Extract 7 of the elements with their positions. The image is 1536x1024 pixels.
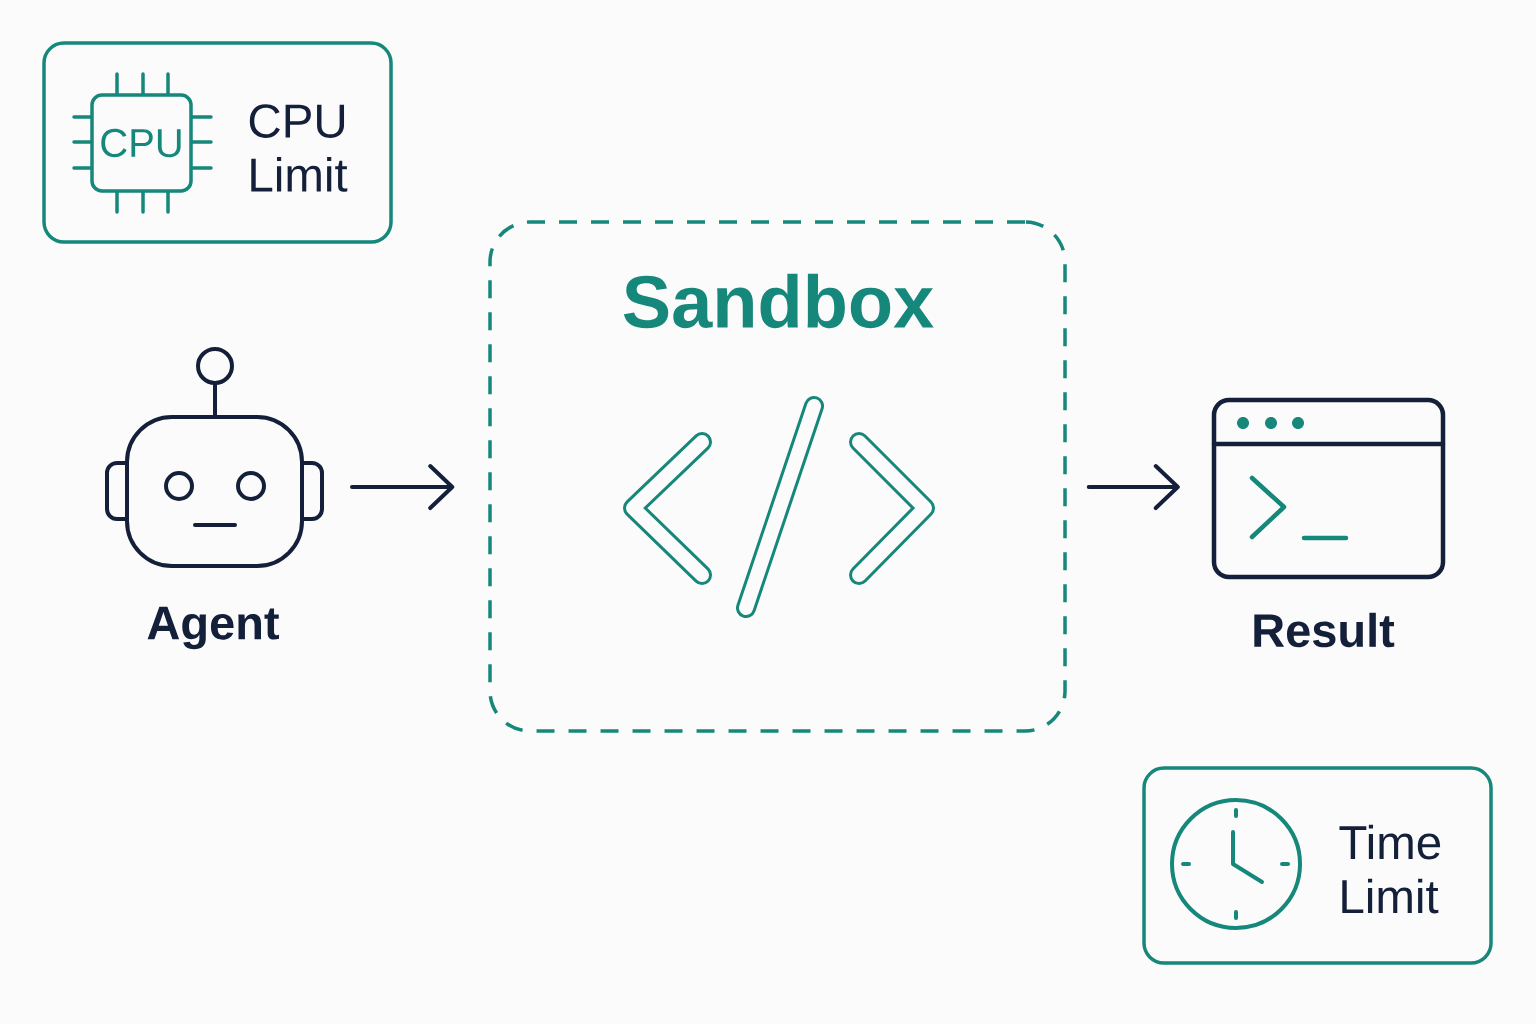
limit-box: Time Limit	[1142, 766, 1493, 965]
node-label: Result	[1254, 612, 1395, 648]
dashed-box: Sandbox	[488, 220, 1067, 733]
arrow	[350, 464, 455, 510]
node-label: Agent	[147, 606, 279, 650]
cpu-chip: CPU	[72, 72, 213, 214]
arrow	[1086, 464, 1180, 510]
